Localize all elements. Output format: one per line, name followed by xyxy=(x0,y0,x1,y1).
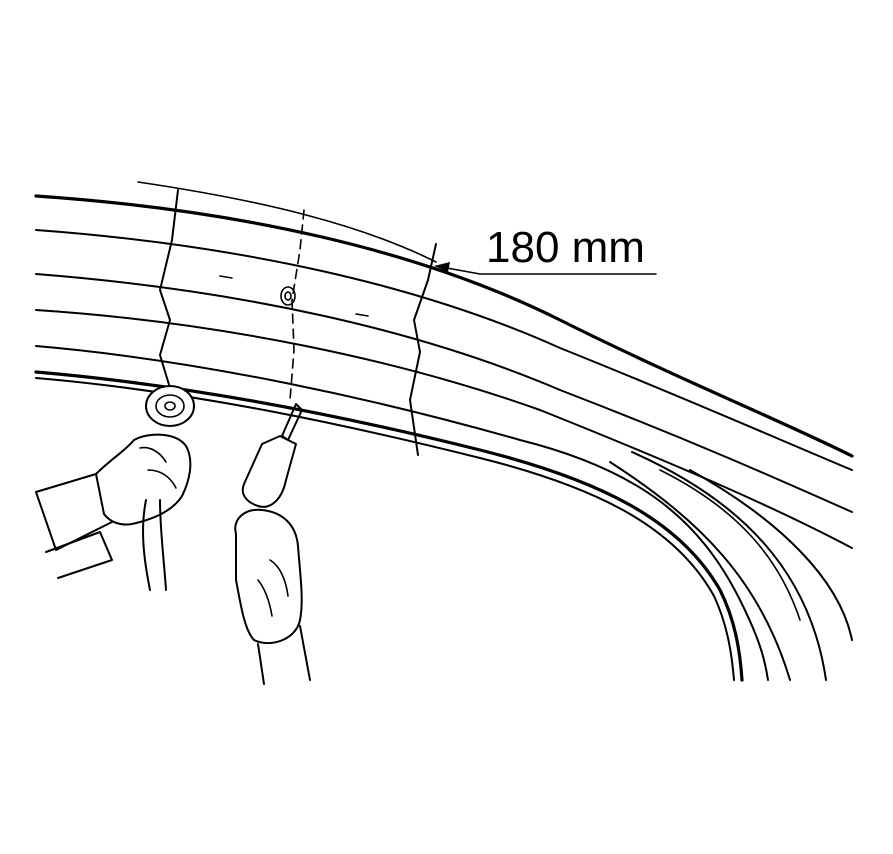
dimension-leader xyxy=(435,265,657,275)
panel-line-2 xyxy=(35,309,853,549)
panel-line-1 xyxy=(35,273,853,513)
left-fingers xyxy=(139,446,177,489)
drill-hole xyxy=(280,286,296,306)
pillar-line-1 xyxy=(609,461,791,681)
spot-weld-2 xyxy=(355,313,369,317)
right-hand xyxy=(234,508,303,645)
right-sleeve xyxy=(257,625,311,685)
right-break-line xyxy=(409,243,437,456)
roof-edge-inner xyxy=(35,229,853,471)
sanding-disc-icon xyxy=(145,385,195,427)
left-hand xyxy=(95,433,192,526)
panel-contours xyxy=(34,194,854,682)
cut-section xyxy=(159,189,437,456)
right-fingers xyxy=(257,559,289,617)
dimension-label: 180 mm xyxy=(486,223,645,272)
roof-edge-outer xyxy=(34,194,854,458)
pillar-line-3 xyxy=(659,469,801,621)
pillar-line-2 xyxy=(631,451,827,681)
grinder-cord xyxy=(142,499,167,591)
drill-hole-inner xyxy=(284,291,292,301)
pillar-line-4 xyxy=(689,469,853,641)
left-break-line xyxy=(159,189,179,389)
dimension-arrowhead xyxy=(434,262,450,272)
left-hand-with-grinder xyxy=(35,385,195,591)
panel-line-3 xyxy=(35,345,769,681)
door-opening-edge-2 xyxy=(35,377,735,681)
dimension-reference: 180 mm xyxy=(137,181,657,275)
drill-body xyxy=(241,435,297,508)
center-dashed-line xyxy=(289,209,305,401)
dimension-baseline xyxy=(137,181,437,263)
spot-weld-1 xyxy=(219,275,233,279)
right-hand-with-drill xyxy=(234,403,311,685)
door-opening-edge xyxy=(34,370,744,682)
left-sleeve-lower xyxy=(45,531,113,579)
